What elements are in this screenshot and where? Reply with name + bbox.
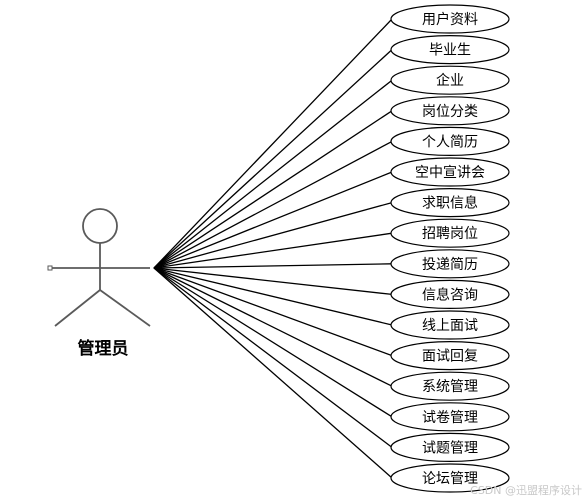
association-line	[153, 140, 393, 269]
use-case: 毕业生	[390, 34, 510, 65]
use-case-ellipse	[390, 126, 510, 156]
use-case-label: 论坛管理	[422, 471, 478, 487]
use-case-label: 求职信息	[422, 195, 478, 212]
actor-head	[82, 208, 118, 244]
use-case-ellipse	[390, 188, 510, 218]
association-line	[153, 267, 393, 448]
use-case-label: 试卷管理	[422, 410, 478, 426]
use-case-label: 毕业生	[429, 43, 471, 59]
association-line	[153, 232, 393, 269]
use-case: 论坛管理	[390, 463, 510, 493]
use-case-ellipse	[390, 432, 510, 462]
association-line	[153, 110, 393, 269]
association-line	[153, 267, 393, 326]
use-case-label: 岗位分类	[422, 104, 478, 120]
use-case-label: 投递简历	[422, 256, 478, 273]
use-case-label: 个人简历	[422, 133, 478, 150]
use-case-ellipse	[390, 279, 510, 309]
association-line	[153, 267, 393, 296]
use-case-label: 信息咨询	[422, 286, 478, 303]
use-case: 个人简历	[390, 126, 510, 156]
actor-right-leg	[99, 289, 151, 327]
association-line	[153, 267, 393, 479]
use-case-ellipse	[390, 157, 510, 187]
use-case: 试卷管理	[390, 402, 510, 432]
use-case-ellipse	[390, 341, 510, 371]
use-case-ellipse	[390, 96, 510, 126]
use-case-label: 招聘岗位	[422, 226, 478, 242]
watermark: CSDN @迅盟程序设计	[470, 483, 582, 497]
use-case: 用户资料	[390, 4, 510, 34]
association-lines	[153, 18, 393, 479]
use-case: 系统管理	[390, 371, 510, 401]
association-line	[153, 49, 393, 269]
use-case-ellipse	[390, 4, 510, 34]
association-line	[153, 267, 393, 357]
use-case-ellipse	[390, 371, 510, 401]
use-case-label: 企业	[436, 72, 464, 89]
association-line	[153, 267, 393, 387]
use-case: 岗位分类	[390, 96, 510, 126]
use-case-list: 用户资料毕业生企业岗位分类个人简历空中宣讲会求职信息招聘岗位投递简历信息咨询线上…	[390, 4, 510, 493]
association-line	[153, 171, 393, 269]
use-case: 求职信息	[390, 188, 510, 218]
actor-left-leg	[54, 289, 101, 327]
use-case-label: 试题管理	[422, 440, 478, 456]
use-case-label: 空中宣讲会	[415, 165, 485, 181]
association-line	[153, 267, 393, 418]
use-case-label: 系统管理	[422, 379, 478, 395]
use-case-ellipse	[390, 65, 510, 95]
use-case-ellipse	[390, 249, 510, 279]
use-case-label: 线上面试	[422, 318, 478, 334]
actor-label: 管理员	[78, 338, 129, 359]
use-case-ellipse	[390, 34, 510, 65]
association-line	[153, 79, 393, 269]
use-case: 试题管理	[390, 432, 510, 462]
association-line	[153, 201, 393, 269]
use-case: 面试回复	[390, 341, 510, 371]
use-case-ellipse	[390, 310, 510, 340]
association-line	[153, 263, 393, 269]
use-case-ellipse	[390, 218, 510, 248]
use-case: 信息咨询	[390, 279, 510, 309]
actor-figure: 管理员	[47, 208, 151, 359]
use-case: 线上面试	[390, 310, 510, 340]
use-case-label: 用户资料	[422, 11, 478, 28]
actor-arm-endpoint	[47, 265, 53, 271]
use-case: 企业	[390, 65, 510, 95]
use-case-ellipse	[390, 402, 510, 432]
use-case: 招聘岗位	[390, 218, 510, 248]
use-case-ellipse	[390, 463, 510, 493]
use-case: 投递简历	[390, 249, 510, 279]
use-case: 空中宣讲会	[390, 157, 510, 187]
use-case-label: 面试回复	[422, 348, 478, 365]
association-line	[153, 18, 393, 269]
